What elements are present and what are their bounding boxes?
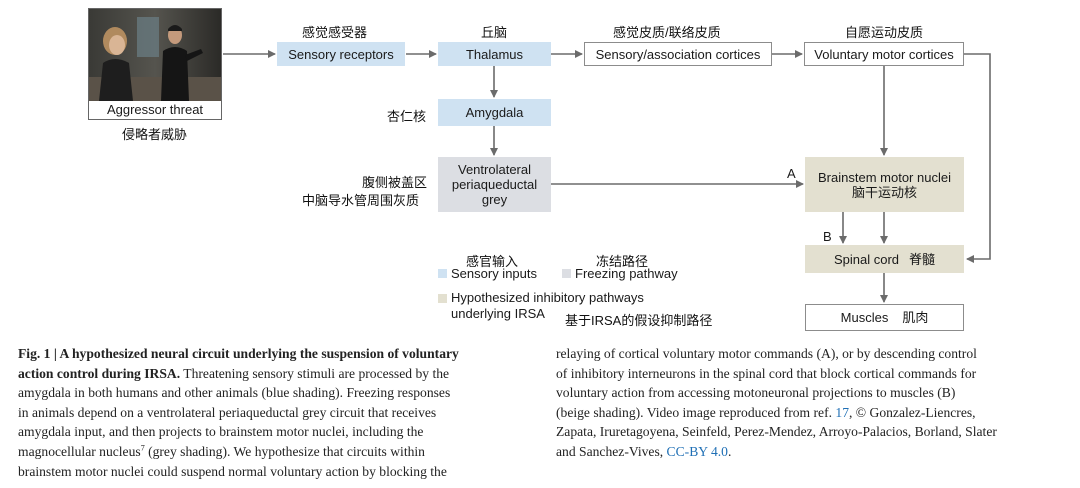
legend-sensory-label: Sensory inputs [451, 266, 537, 281]
vlpag-line-2: periaqueductal [451, 177, 538, 192]
caption-right-l3: voluntary action from accessing motoneur… [556, 385, 956, 401]
legend-hypothesized-cn: 基于IRSA的假设抑制路径 [565, 313, 713, 328]
circuit-connectors [223, 50, 991, 303]
legend-freezing-label: Freezing pathway [575, 266, 678, 281]
caption-right-l2: of inhibitory interneurons in the spinal… [556, 365, 977, 381]
caption-left-l3: amygdala in both humans and other animal… [18, 385, 451, 401]
caption-right: relaying of cortical voluntary motor com… [556, 344, 1076, 462]
reference-17-link[interactable]: 17 [835, 404, 849, 420]
sensory-receptors-node: Sensory receptors [277, 42, 405, 66]
legend-sensory-cn: 感官输入 [466, 254, 519, 269]
caption-left-l5: amygdala input, and then projects to bra… [18, 424, 424, 440]
edge-label-b: B [823, 229, 832, 244]
vlpag-cn-2: 中脑导水管周围灰质 [302, 193, 420, 208]
caption-left-l7: brainstem motor nuclei could suspend nor… [18, 463, 447, 479]
caption-right-l4: (beige shading). Video image reproduced … [556, 403, 1076, 423]
caption-left-l6b: (grey shading). We hypothesize that circ… [144, 443, 425, 459]
caption-left-l4: in animals depend on a ventrolateral per… [18, 404, 437, 420]
caption-right-l4a: (beige shading). Video image reproduced … [556, 404, 836, 420]
legend-freezing-cn: 冻结路径 [596, 254, 649, 269]
caption-right-l1: relaying of cortical voluntary motor com… [556, 346, 977, 361]
muscles-label: Muscles [840, 310, 889, 325]
caption-right-l4b: , © Gonzalez-Liencres, [848, 404, 976, 420]
caption-right-l6a: and Sanchez-Vives, [556, 443, 667, 459]
thalamus-node: Thalamus [438, 42, 551, 66]
caption-right-l6b: . [727, 443, 732, 459]
cortices-cn: 感觉皮质/联络皮质 [613, 25, 721, 40]
edge-label-a: A [787, 166, 796, 181]
amygdala-node: Amygdala [438, 99, 551, 126]
caption-title-line-2: action control during IRSA. Threatening … [18, 364, 538, 384]
amygdala-cn: 杏仁核 [387, 109, 427, 124]
caption-right-l6: and Sanchez-Vives, CC-BY 4.0. [556, 442, 1076, 462]
caption-title-line-1: Fig. 1 | A hypothesized neural circuit u… [18, 344, 538, 364]
spinal-cord-label: Spinal cord [833, 251, 900, 267]
video-still-image [89, 9, 221, 101]
figure-label: Fig. 1 | [18, 346, 60, 361]
citation-7[interactable]: 7 [140, 443, 145, 453]
photo-label-cn: 侵略者威胁 [122, 127, 188, 142]
caption-left-l6: magnocellular nucleus7 (grey shading). W… [18, 442, 538, 462]
legend-sensory-swatch [438, 269, 447, 278]
cortices-node: Sensory/association cortices [584, 42, 772, 66]
spinal-cord-node: Spinal cord 脊髓 [805, 245, 964, 273]
sensory-receptors-cn: 感觉感受器 [302, 25, 368, 40]
vlpag-cn-1: 腹侧被盖区 [362, 175, 428, 190]
spinal-cord-cn: 脊髓 [909, 251, 936, 267]
aggressor-photo: Aggressor threat [88, 8, 222, 120]
caption-title-2: action control during IRSA. [18, 365, 181, 381]
caption-left-l6a: magnocellular nucleus [18, 443, 141, 459]
brainstem-label: Brainstem motor nuclei [818, 169, 951, 185]
muscles-node: Muscles 肌肉 [805, 304, 964, 331]
legend-freezing-swatch [562, 269, 571, 278]
caption-left-l2: Threatening sensory stimuli are processe… [180, 365, 450, 381]
muscles-cn: 肌肉 [902, 310, 929, 325]
legend-hypothesized-line1: Hypothesized inhibitory pathways [451, 290, 644, 305]
caption-right-l5: Zapata, Iruretagoyena, Seinfeld, Perez-M… [556, 424, 997, 440]
brainstem-cn: 脑干运动核 [851, 184, 917, 200]
license-link[interactable]: CC-BY 4.0 [666, 443, 728, 459]
brainstem-node: Brainstem motor nuclei 脑干运动核 [805, 157, 964, 212]
legend-hypothesized-swatch [438, 294, 447, 303]
voluntary-motor-node: Voluntary motor cortices [804, 42, 964, 66]
vlpag-line-3: grey [481, 192, 508, 207]
voluntary-motor-cn: 自愿运动皮质 [845, 25, 924, 40]
caption-left: Fig. 1 | A hypothesized neural circuit u… [18, 344, 538, 481]
thalamus-cn: 丘脑 [481, 25, 508, 40]
caption-title-1: A hypothesized neural circuit underlying… [59, 346, 459, 361]
vlpag-line-1: Ventrolateral [458, 162, 531, 177]
arrow-motor-to-spinal [964, 53, 991, 263]
photo-label: Aggressor threat [106, 102, 204, 117]
legend-hypothesized-line2: underlying IRSA [451, 306, 545, 321]
vlpag-node: Ventrolateral periaqueductal grey [438, 157, 551, 212]
